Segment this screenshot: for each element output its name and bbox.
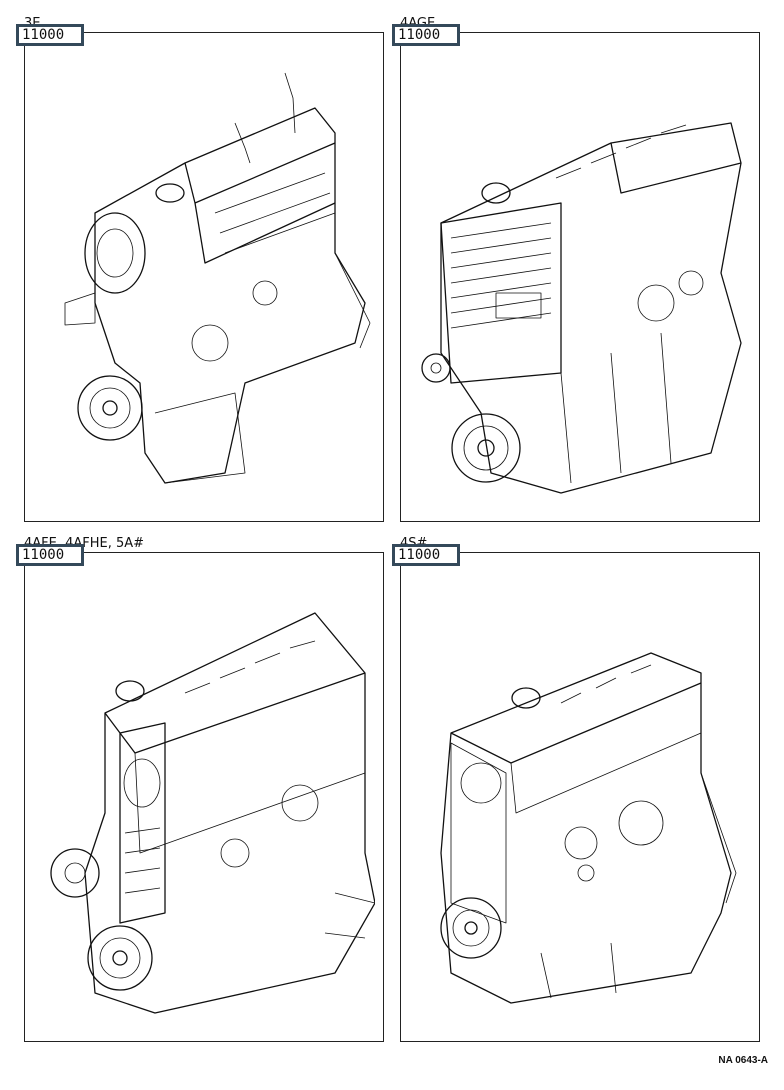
part-number-link[interactable]: 11000 [392, 544, 460, 566]
illustration-frame [400, 32, 760, 522]
illustration-frame [24, 552, 384, 1042]
engine-assembly-icon [421, 122, 742, 494]
part-number-link[interactable]: 11000 [392, 24, 460, 46]
engine-assembly-icon [64, 72, 371, 484]
engine-assembly-icon [50, 612, 375, 1014]
engine-assembly-icon [440, 652, 737, 1004]
illustration-frame [24, 32, 384, 522]
illustration-frame [400, 552, 760, 1042]
engine-panel-4s: 4S# 11000 [392, 536, 760, 1042]
part-number-link[interactable]: 11000 [16, 24, 84, 46]
catalog-code: NA 0643-A [718, 1055, 768, 1066]
engine-panel-4afe: 4AFE, 4AFHE, 5A# 11000 [16, 536, 384, 1042]
part-number-link[interactable]: 11000 [16, 544, 84, 566]
engine-panel-3e: 3E 11000 [16, 16, 384, 522]
engine-panel-4age: 4AGE 11000 [392, 16, 760, 522]
